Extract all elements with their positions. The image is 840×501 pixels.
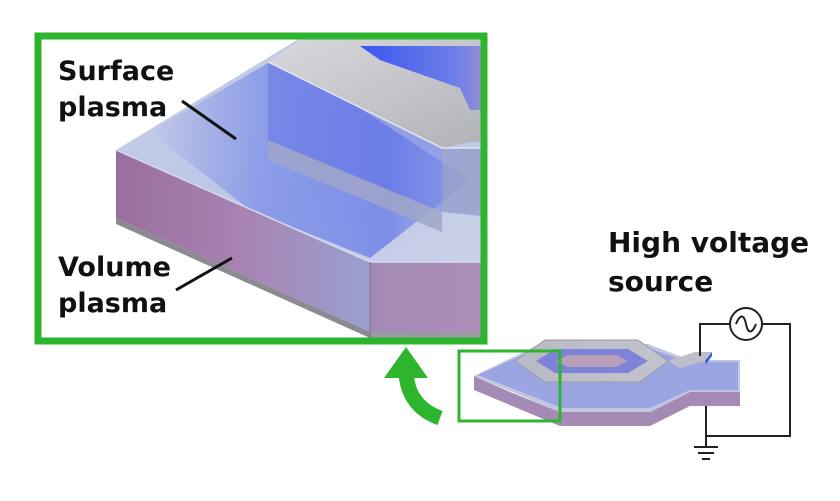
volume-plasma-label: Volume plasma: [58, 252, 180, 319]
high-voltage-source-label: High voltage source: [608, 226, 819, 298]
volume-plasma-leader: [175, 256, 233, 292]
curved-arrow-icon: [384, 347, 443, 426]
zoom-view: [34, 32, 488, 345]
dielectric-front-face: [370, 262, 484, 332]
dielectric-side-face: [116, 150, 370, 332]
zoom-frame: [34, 32, 488, 345]
surface-plasma-leader: [181, 99, 237, 141]
circuit-wiring: [699, 323, 791, 446]
top-electrode: [267, 38, 484, 232]
ac-source-icon: [729, 307, 763, 341]
surface-plasma-label: Surface plasma: [58, 56, 184, 123]
ground-icon: [694, 446, 718, 460]
bottom-electrode-layer: [116, 218, 370, 338]
zoom-region-box: [457, 349, 562, 423]
